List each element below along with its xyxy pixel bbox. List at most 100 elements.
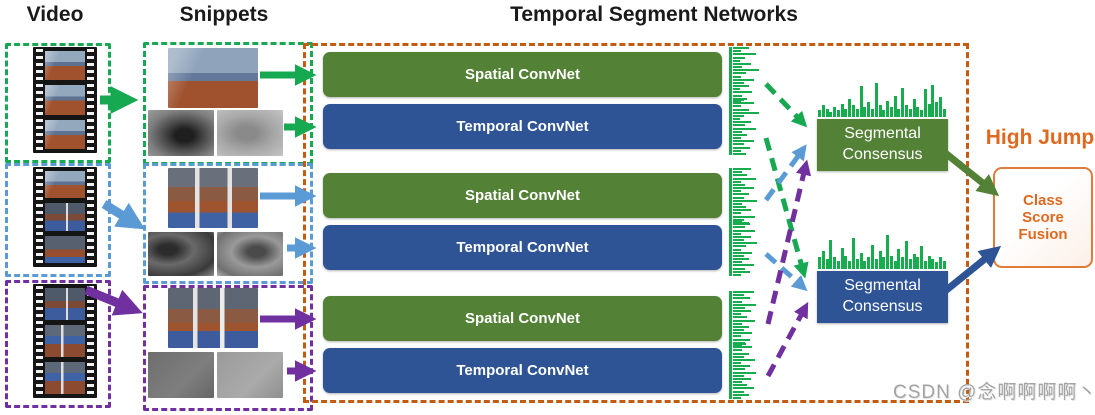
score-bar [821,251,825,269]
score-bar [733,393,749,396]
score-bar [733,88,740,91]
film-frame [45,203,85,231]
rgb-frame-snippet-3 [168,288,258,348]
film-frame [45,288,85,320]
score-bar [733,59,740,62]
score-bar [733,220,743,222]
film-sprocket-holes [36,286,43,396]
score-bar [863,107,867,117]
score-bar [733,75,741,78]
score-bar [733,66,743,69]
score-bar [733,261,743,264]
score-bar [818,257,821,269]
score-bar [848,99,852,117]
score-bar [889,255,893,269]
score-bar [870,108,874,117]
spatial-convnet-1: Spatial ConvNet [323,52,722,97]
film-frame [45,119,85,149]
class-score-fusion-box: Class Score Fusion [993,167,1093,268]
score-bar [733,294,744,297]
score-bar [912,99,916,117]
score-bar [833,257,837,269]
score-bar [874,83,878,117]
score-bar [870,244,874,269]
score-bar [840,247,844,269]
score-bar [733,94,743,97]
score-bar [886,100,890,117]
score-bar [931,259,935,269]
score-bar [733,226,745,229]
score-bar [733,229,755,232]
score-bar [733,69,759,72]
score-bar [733,319,755,322]
score-bar [840,103,844,117]
score-bar [942,108,946,117]
score-bar [844,255,848,269]
optical-flow-y-snippet-1 [217,110,283,156]
score-bar [733,223,750,226]
score-bar [733,343,746,345]
snippet-box-3 [143,285,313,411]
score-bar [733,187,754,190]
score-bar [920,246,924,269]
score-bar [733,100,741,103]
score-bar [908,259,912,269]
score-bar [733,338,750,341]
score-bar [897,249,901,269]
score-bar [818,110,821,117]
score-bar [733,270,750,273]
tsn-title: Temporal Segment Networks [510,3,798,26]
score-bar [893,95,897,117]
score-bar [733,313,741,316]
score-bar [833,107,837,117]
score-histogram-spatial-1 [729,47,763,103]
score-bar [733,53,756,56]
score-bar [889,107,893,117]
score-bar [867,257,871,269]
score-bar [733,258,749,261]
score-bar [733,199,758,202]
score-bar [733,78,754,81]
score-bar [733,346,753,349]
score-bar [904,105,908,117]
score-bar [882,110,886,117]
score-bar [927,103,931,117]
csdn-watermark: CSDN @念啊啊啊啊丶 [893,382,1095,403]
score-bar [733,264,754,267]
temporal-convnet-3: Temporal ConvNet [323,348,722,393]
score-bar [825,259,829,269]
score-bar [733,349,743,352]
score-bar [733,218,744,221]
score-bar [733,171,743,174]
score-bar [733,248,741,251]
snippets-title: Snippets [179,3,269,26]
score-bar [733,368,745,371]
score-bar [733,91,753,94]
score-bar [923,89,927,117]
score-bar [733,352,749,355]
score-bar [733,232,741,235]
tsn-boundary-box [303,43,969,403]
score-bar [733,72,746,75]
score-bar [916,257,920,269]
film-sprocket-holes [36,49,43,151]
score-bar [733,387,754,390]
film-frames [45,288,85,394]
film-frames [45,51,85,149]
optical-flow-y-snippet-2 [217,232,283,276]
temporal-convnet-2: Temporal ConvNet [323,225,722,270]
score-bar [733,105,741,108]
consensus-score-chart-spatial [818,82,946,117]
score-bar [733,97,748,100]
film-frame [45,51,85,81]
optical-flow-x-snippet-2 [148,232,214,276]
score-bar [855,108,859,117]
score-bar [852,105,856,117]
score-bar [733,355,744,358]
score-bar [733,306,745,309]
score-bar [733,242,758,245]
filmstrip-segment-1 [33,47,97,153]
score-bar [836,110,840,117]
score-bar [912,254,916,269]
